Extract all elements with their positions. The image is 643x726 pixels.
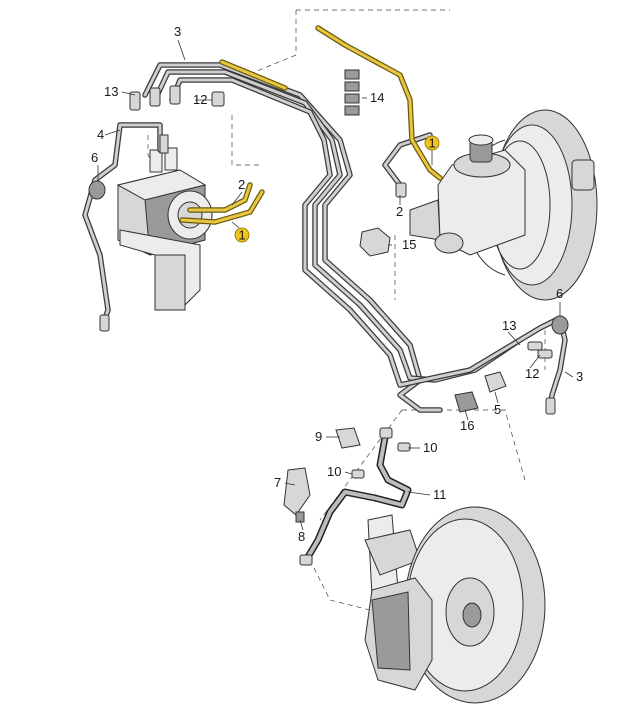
pipe-fittings [88, 85, 569, 415]
callout-3-right: 3 [576, 369, 583, 384]
callout-10-upper: 10 [423, 440, 437, 455]
callout-15: 15 [402, 237, 416, 252]
badge-1-top [424, 135, 440, 151]
badge-1-top-label: 1 [429, 136, 436, 151]
callout-3-top: 3 [174, 24, 181, 39]
callout-6-right: 6 [556, 286, 563, 301]
front-brake-hose [283, 427, 412, 566]
master-cylinder [409, 134, 526, 256]
brake-caliper [364, 577, 433, 691]
callout-7: 7 [274, 475, 281, 490]
callout-6-left: 6 [91, 150, 98, 165]
clip-stack [344, 69, 360, 116]
brake-disc [404, 506, 546, 704]
highlighted-pipes [179, 25, 443, 225]
callouts: 3 13 12 4 6 2 14 2 15 6 13 12 3 5 16 9 1… [91, 24, 583, 544]
abs-hydraulic-unit [116, 147, 213, 311]
callout-5: 5 [494, 402, 501, 417]
leader-lines [97, 39, 574, 531]
callout-13-left: 13 [104, 84, 118, 99]
callout-10-lower: 10 [327, 464, 341, 479]
highlight-badges: 1 1 [234, 135, 440, 243]
pipe-holders [359, 227, 507, 413]
suspension-strut [364, 514, 421, 597]
callout-16: 16 [460, 418, 474, 433]
callout-11: 11 [433, 487, 447, 502]
callout-9: 9 [315, 429, 322, 444]
callout-14: 14 [370, 90, 384, 105]
callout-2-left: 2 [238, 177, 245, 192]
badge-1-left-label: 1 [239, 228, 246, 243]
callout-12-right: 12 [525, 366, 539, 381]
callout-2-right: 2 [396, 204, 403, 219]
callout-4: 4 [97, 127, 104, 142]
callout-13-right: 13 [502, 318, 516, 333]
brake-servo [461, 109, 598, 301]
callout-12-left: 12 [193, 92, 207, 107]
callout-8: 8 [298, 529, 305, 544]
badge-1-left [234, 227, 250, 243]
